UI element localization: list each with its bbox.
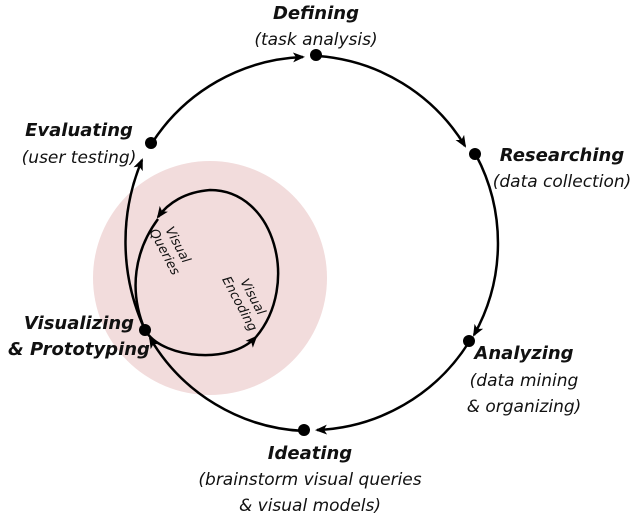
node-researching bbox=[469, 148, 481, 160]
label-defining-subtitle: (task analysis) bbox=[254, 30, 377, 50]
node-analyzing bbox=[463, 335, 475, 347]
label-ideating-title: Ideating bbox=[268, 443, 353, 464]
label-researching-title: Researching bbox=[500, 145, 625, 166]
node-ideating bbox=[298, 424, 310, 436]
label-visualizing-title-1: Visualizing bbox=[24, 313, 134, 334]
inner-arc-visual-encoding bbox=[145, 332, 258, 357]
label-researching-subtitle: (data collection) bbox=[493, 172, 632, 192]
arc-ideating-to-visualizing bbox=[148, 336, 305, 433]
label-visualizing-title-2: & Prototyping bbox=[8, 339, 150, 360]
label-analyzing-title: Analyzing bbox=[472, 343, 573, 364]
arc-defining-to-researching bbox=[317, 54, 467, 148]
arc-visualizing-to-evaluating bbox=[124, 158, 147, 331]
label-ideating-subtitle-1: (brainstorm visual queries bbox=[198, 470, 421, 490]
label-analyzing-subtitle-2: & organizing) bbox=[467, 397, 582, 417]
node-visualizing bbox=[139, 324, 151, 336]
arc-researching-to-analyzing bbox=[472, 154, 500, 337]
node-defining bbox=[310, 49, 322, 61]
label-analyzing-subtitle-1: (data mining bbox=[470, 371, 579, 391]
arc-analyzing-to-ideating bbox=[315, 341, 471, 435]
label-defining-title: Defining bbox=[273, 3, 359, 24]
inner-arc-queries-to-visualizing bbox=[134, 218, 160, 331]
label-ideating-subtitle-2: & visual models) bbox=[239, 496, 381, 516]
node-evaluating bbox=[145, 137, 157, 149]
arc-evaluating-to-defining bbox=[150, 52, 305, 144]
inner-arc-to-queries bbox=[156, 188, 280, 338]
label-evaluating-subtitle: (user testing) bbox=[22, 148, 137, 168]
label-evaluating-title: Evaluating bbox=[25, 120, 133, 141]
